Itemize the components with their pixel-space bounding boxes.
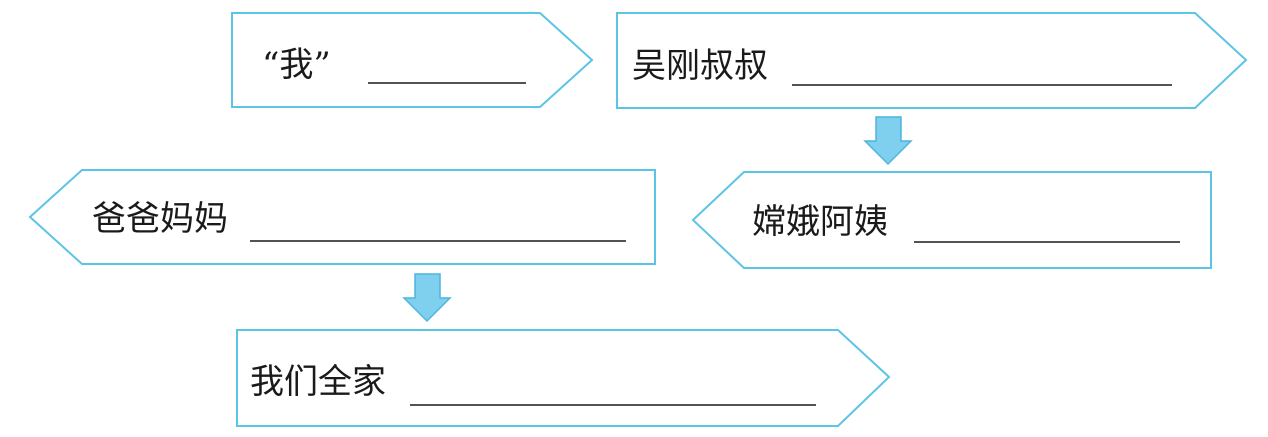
box-chang-e-shape [691, 171, 1212, 269]
box-wu-gang: 吴刚叔叔 [616, 12, 1248, 109]
box-family-label: 我们全家 [250, 362, 386, 402]
down-arrow-icon [402, 273, 452, 323]
box-parents: 爸爸妈妈 [28, 169, 656, 265]
box-family-shape [236, 329, 891, 427]
box-wu-gang-label: 吴刚叔叔 [632, 46, 768, 86]
box-wo: “我” [231, 12, 594, 108]
box-family: 我们全家 [236, 329, 891, 427]
box-parents-label: 爸爸妈妈 [92, 199, 228, 239]
box-chang-e: 嫦娥阿姨 [691, 171, 1212, 269]
box-wo-label: “我” [262, 45, 331, 85]
down-arrow-icon [863, 116, 913, 166]
box-chang-e-label: 嫦娥阿姨 [752, 202, 888, 242]
